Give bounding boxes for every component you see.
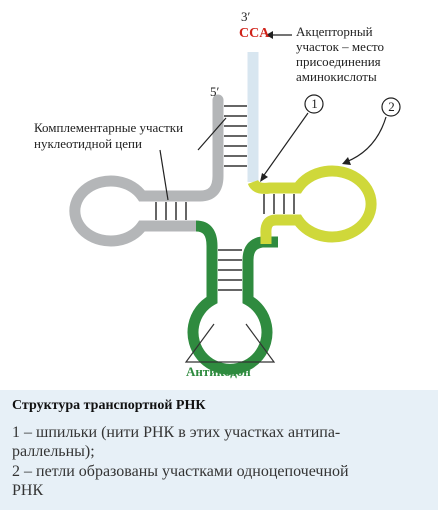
complementary-leader-line-1 [197, 117, 227, 151]
trna-diagram: 3′ CCA 5′ Акцепторный участок – место пр… [34, 9, 401, 379]
acceptor-label-line: присоединения [296, 54, 381, 69]
acceptor-stem-rungs [224, 105, 247, 167]
complementary-label-line: нуклеотидной цепи [34, 136, 142, 151]
prime3-label: 3′ [241, 9, 251, 24]
anticodon-label: Антикодон [186, 364, 251, 379]
marker1-number: 1 [311, 96, 318, 111]
t-arm-rungs [263, 194, 295, 214]
marker2-leader-line [345, 116, 387, 163]
anticodon-arm-rungs [218, 249, 242, 291]
trna-structure-svg [69, 31, 401, 375]
marker1-leader-line [261, 112, 309, 179]
anticodon-arm [187, 220, 278, 375]
acceptor-stem-5prime-strand [162, 94, 224, 202]
acceptor-label-line: аминокислоты [296, 69, 377, 84]
t-arm [247, 165, 377, 244]
caption-box: Структура транспортной РНК 1 – шпильки (… [0, 390, 438, 510]
d-loop [69, 175, 196, 247]
marker1-circle [304, 94, 324, 114]
caption-note-1-line-1: 1 – шпильки (нити РНК в этих участках ан… [12, 424, 341, 441]
complementary-label-line: Комплементарные участки [34, 120, 184, 135]
acceptor-label-line: Акцепторный [296, 24, 373, 39]
acceptor-label: Акцепторный участок – место присоединени… [296, 24, 384, 84]
d-arm-rungs [155, 202, 187, 220]
marker2-number: 2 [388, 99, 395, 114]
complementary-label: Комплементарные участки нуклеотидной цеп… [34, 120, 183, 152]
caption-note-2-line-2: РНК [12, 482, 44, 499]
anticodon-bracket [184, 323, 276, 363]
caption-title: Структура транспортной РНК [12, 398, 206, 413]
prime5-label: 5′ [210, 84, 220, 99]
caption-note-1-line-2: раллельны); [12, 443, 95, 460]
complementary-leader-line-2 [159, 149, 169, 201]
cca-label: CCA [239, 26, 270, 41]
caption-note-2-line-1: 2 – петли образованы участками одноцепоч… [12, 463, 349, 480]
acceptor-label-line: участок – место [296, 39, 385, 54]
marker2-circle [381, 97, 401, 117]
